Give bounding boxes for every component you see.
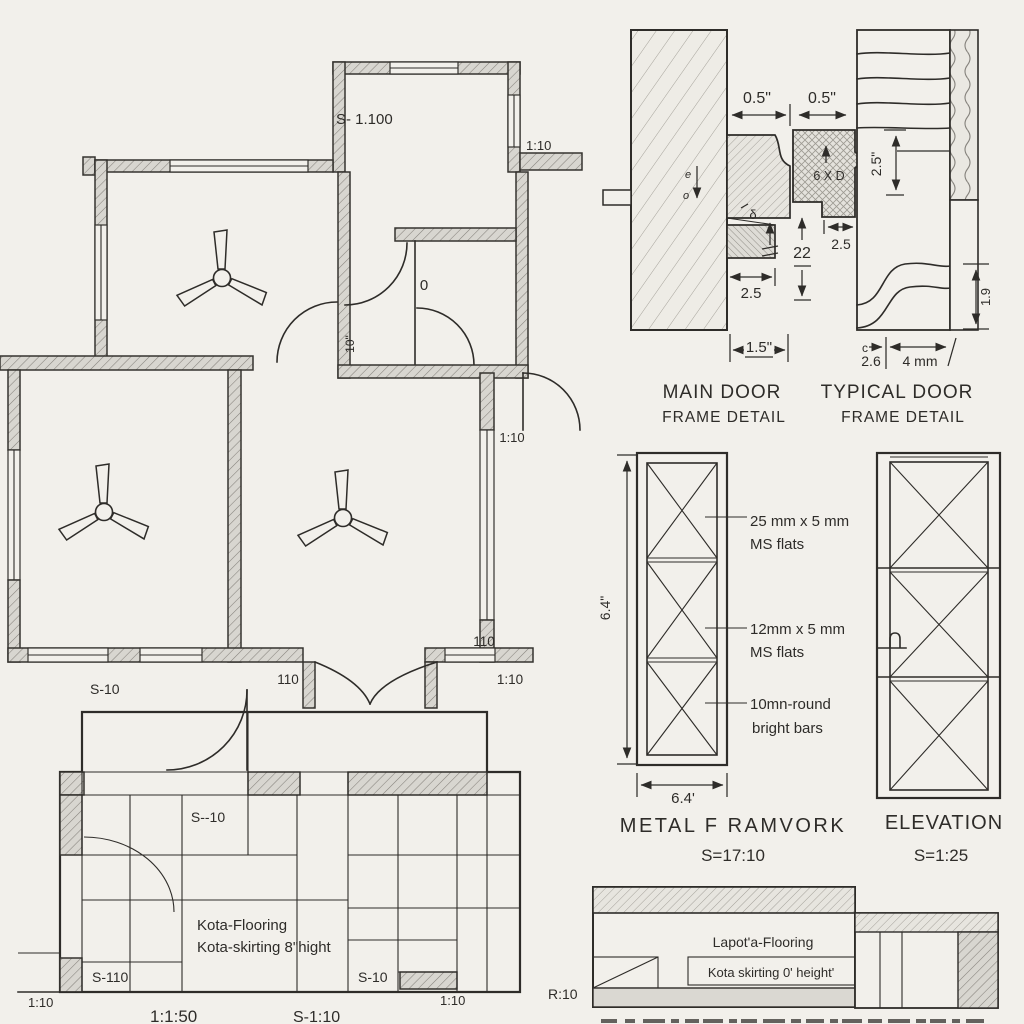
- wc-dim-label: 10": [343, 335, 357, 353]
- framework-label-2a: 12mm x 5 mm: [750, 621, 845, 638]
- flooring-scale-right: 1:10: [440, 993, 465, 1008]
- dim-25h: 2.5: [831, 236, 851, 252]
- plan-dim-110-a: 110: [473, 634, 495, 649]
- framework-label-3b: bright bars: [752, 720, 823, 737]
- framework-label-1a: 25 mm x 5 mm: [750, 513, 849, 530]
- flooring-scale-left: 1:10: [28, 995, 53, 1010]
- typical-door-frame-detail: 6 X D 2.5" 2.5 1.9 c 2.6 4 mm TY: [792, 29, 993, 426]
- plan-dim-110-b: 110: [277, 672, 299, 687]
- floor-plan: S- 1.100 1:10 0 10" 1:10: [0, 61, 583, 709]
- framework-title: METAL F RAMVORK: [620, 815, 846, 837]
- flooring-s110: S-110: [92, 969, 129, 985]
- kota-flooring-label: Kota-Flooring: [197, 917, 287, 934]
- dim-25: 2.5: [741, 285, 762, 302]
- glyph-o: o: [683, 190, 689, 202]
- framework-label-1b: MS flats: [750, 536, 804, 553]
- main-door-subtitle: FRAME DETAIL: [662, 409, 786, 426]
- main-door-title: MAIN DOOR: [663, 382, 782, 403]
- framework-label-2b: MS flats: [750, 644, 804, 661]
- plan-scale-a: 1:10: [526, 138, 551, 153]
- dim-6x: 6 X D: [813, 169, 844, 183]
- dim-4mm: 4 mm: [903, 353, 938, 369]
- plan-scale-c: 1:10: [497, 672, 523, 687]
- flooring-s10-b: S-10: [358, 969, 388, 985]
- typical-door-title: TYPICAL DOOR: [821, 382, 974, 403]
- plan-s10-label: S-10: [90, 681, 120, 697]
- framework-height-dim: 6.4": [597, 596, 613, 620]
- door-handle-icon: [877, 632, 907, 649]
- lapota-flooring-label: Lapot'a-Flooring: [713, 934, 814, 950]
- wc-zero-label: 0: [420, 277, 428, 294]
- typical-door-subtitle: FRAME DETAIL: [841, 409, 965, 426]
- flooring-s10-top: S--10: [191, 809, 225, 825]
- dim-25v: 2.5": [868, 152, 884, 176]
- dim-26: 2.6: [861, 353, 881, 369]
- cutoff-text-marks: [601, 1019, 984, 1023]
- kota-skirting-label: Kota-skirting 8"hight: [197, 939, 332, 956]
- kota-skirting-section-label: Kota skirting 0' height': [708, 965, 834, 980]
- dim-22: 22: [793, 245, 811, 262]
- dim-c: c: [862, 341, 868, 355]
- room-label: S- 1.100: [336, 111, 393, 128]
- dim-15: 1.5": [746, 339, 772, 356]
- framework-label-3a: 10mn-round: [750, 696, 831, 713]
- dim-05b: 0.5": [808, 90, 836, 107]
- framework-width-dim: 6.4': [671, 790, 695, 807]
- elevation-title: ELEVATION: [885, 812, 1003, 834]
- dim-19: 1.9: [978, 288, 993, 306]
- flooring-section: Lapot'a-Flooring Kota skirting 0' height…: [548, 886, 999, 1009]
- dim-05a: 0.5": [743, 90, 771, 107]
- flooring-scale-a: 1:1:50: [150, 1007, 197, 1024]
- main-door-frame-detail: 0.5" 0.5" e o δ 2.5 22 1.5" MAIN DOOR FR…: [602, 29, 847, 426]
- metal-framework: 6.4" 25 mm x 5 mm MS flats 12mm x 5 mm M…: [597, 451, 849, 865]
- flooring-plan-detail: S--10 Kota-Flooring Kota-skirting 8"high…: [17, 689, 522, 1024]
- glyph-e: e: [685, 169, 691, 181]
- glyph-delta: δ: [749, 207, 756, 222]
- framework-scale: S=17:10: [701, 846, 765, 865]
- elevation-figure: ELEVATION S=1:25: [875, 451, 1003, 865]
- r10-label: R:10: [548, 986, 578, 1002]
- flooring-scale-b: S-1:10: [293, 1009, 340, 1024]
- elevation-scale: S=1:25: [914, 846, 968, 865]
- plan-scale-b: 1:10: [499, 430, 524, 445]
